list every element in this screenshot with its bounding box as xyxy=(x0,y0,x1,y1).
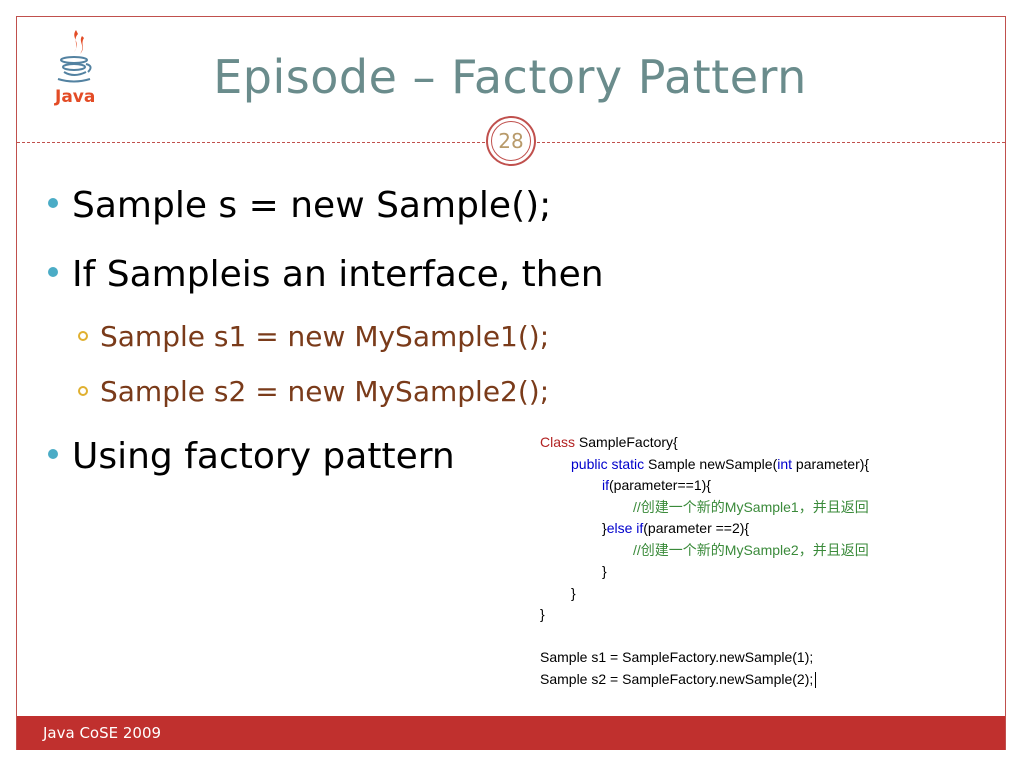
footer-bar: Java CoSE 2009 xyxy=(17,716,1005,750)
code-line: Class SampleFactory{ xyxy=(540,432,960,454)
bullet-text: Sample s = new Sample(); xyxy=(72,185,552,226)
code-text: } xyxy=(602,563,607,579)
bullet-item: Using factory pattern xyxy=(48,436,455,477)
code-keyword: if xyxy=(636,520,644,536)
code-keyword: Class xyxy=(540,434,576,450)
code-text: Sample s1 = SampleFactory.newSample(1); xyxy=(540,649,814,665)
code-block: Class SampleFactory{public static Sample… xyxy=(540,432,960,690)
code-line: //创建一个新的MySample1，并且返回 xyxy=(540,497,960,519)
sub-bullet-item: Sample s2 = new MySample2(); xyxy=(78,375,549,408)
bullet-text: Using factory pattern xyxy=(72,436,455,477)
code-text: SampleFactory{ xyxy=(575,434,678,450)
logo-text: Java xyxy=(54,87,95,107)
code-keyword: if xyxy=(602,477,609,493)
slide-title: Episode – Factory Pattern xyxy=(213,50,807,104)
code-line: public static Sample newSample(int param… xyxy=(540,454,960,476)
code-text: parameter){ xyxy=(792,455,870,472)
text-cursor xyxy=(815,671,817,688)
page-number: 28 xyxy=(491,121,531,161)
footer-text: Java CoSE 2009 xyxy=(43,724,162,742)
bullet-text: If Sampleis an interface, then xyxy=(72,254,604,295)
code-line: if(parameter==1){ xyxy=(540,475,960,497)
code-comment: //创建一个新的MySample1，并且返回 xyxy=(633,498,869,515)
code-keyword: int xyxy=(777,455,793,472)
sub-bullet-item: Sample s1 = new MySample1(); xyxy=(78,320,549,353)
code-line: //创建一个新的MySample2，并且返回 xyxy=(540,540,960,562)
code-text: } xyxy=(540,606,545,622)
code-text: } xyxy=(571,584,576,601)
code-keyword: public xyxy=(571,455,608,472)
sub-bullet-text: Sample s2 = new MySample2(); xyxy=(100,375,550,408)
code-comment: //创建一个新的MySample2，并且返回 xyxy=(633,541,869,558)
bullet-dot-icon xyxy=(48,267,58,277)
code-line: } xyxy=(540,604,960,626)
bullet-dot-icon xyxy=(48,449,58,459)
bullet-dot-icon xyxy=(48,198,58,208)
code-text: (parameter ==2){ xyxy=(643,520,750,536)
code-line: Sample s2 = SampleFactory.newSample(2); xyxy=(540,669,960,691)
code-line: } xyxy=(540,561,960,583)
sub-bullet-ring-icon xyxy=(78,331,88,341)
code-text: (parameter==1){ xyxy=(609,477,711,493)
code-text: } xyxy=(602,520,607,536)
code-text: Sample newSample( xyxy=(644,455,778,472)
code-line xyxy=(540,626,960,648)
code-keyword: static xyxy=(611,455,645,472)
code-line: } xyxy=(540,583,960,605)
code-line: Sample s1 = SampleFactory.newSample(1); xyxy=(540,647,960,669)
bullet-item: If Sampleis an interface, then xyxy=(48,254,604,295)
sub-bullet-ring-icon xyxy=(78,386,88,396)
code-text: Sample s2 = SampleFactory.newSample(2); xyxy=(540,670,814,687)
page-number-badge: 28 xyxy=(486,116,536,166)
sub-bullet-text: Sample s1 = new MySample1(); xyxy=(100,320,550,353)
java-logo-icon: Java xyxy=(50,26,102,108)
code-keyword: else xyxy=(606,520,633,536)
bullet-item: Sample s = new Sample(); xyxy=(48,185,551,226)
code-line: }else if(parameter ==2){ xyxy=(540,518,960,540)
